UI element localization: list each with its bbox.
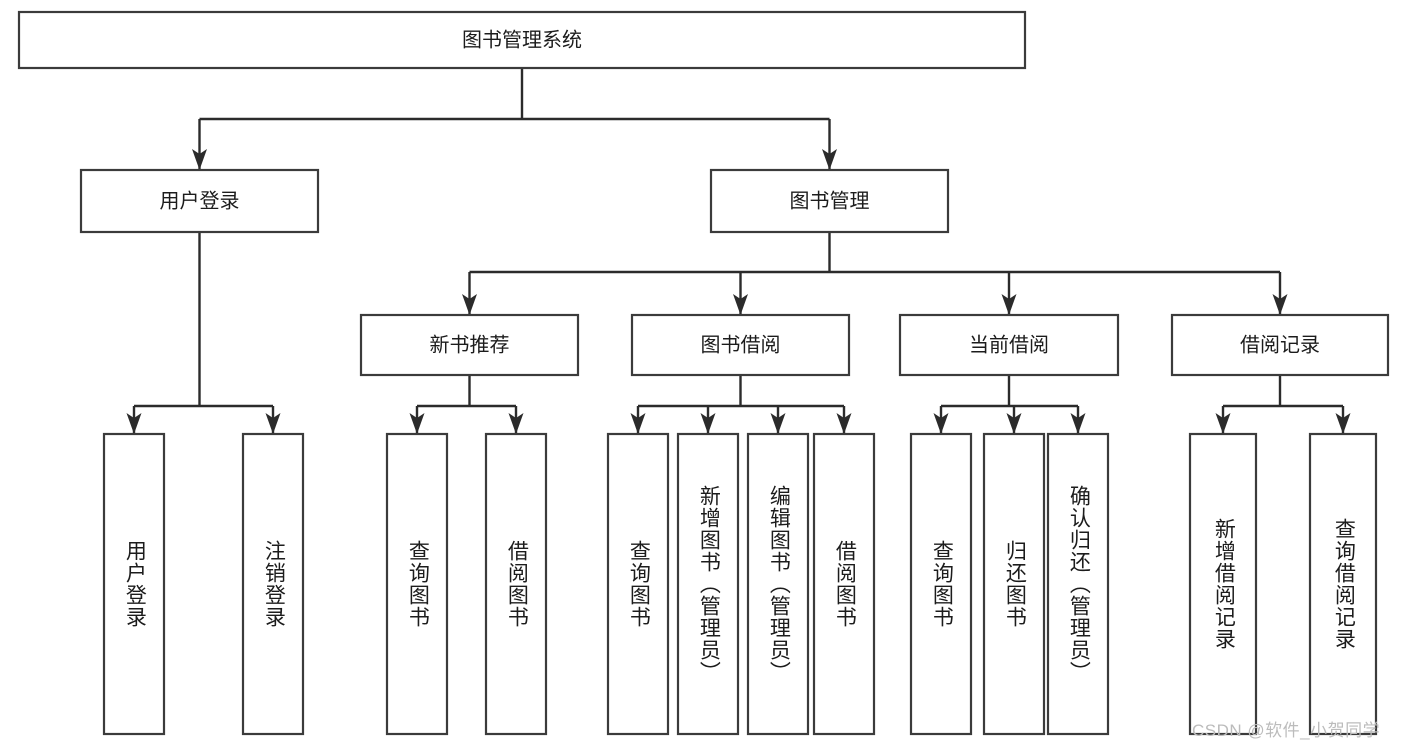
node-label: 新书推荐 xyxy=(430,333,510,356)
arrow-down-level2-1 xyxy=(822,149,837,170)
csdn-watermark: CSDN @软件_小贺同学 xyxy=(1192,721,1381,740)
level3-node-box-2 xyxy=(898,313,1120,377)
arrow-down-level3-3 xyxy=(1272,294,1288,315)
level2-node-box-0 xyxy=(79,168,320,234)
leaf-node-box-9 xyxy=(982,432,1046,736)
arrow-down-leaf-2-3 xyxy=(836,413,852,434)
arrow-down-leaf-3-2 xyxy=(1070,413,1086,434)
arrow-down-leaf-1-0 xyxy=(409,413,425,434)
arrow-down-leaf-4-0 xyxy=(1215,413,1231,434)
leaf-node-box-5 xyxy=(676,432,740,736)
arrow-down-leaf-2-0 xyxy=(630,413,646,434)
leaf-node-box-6 xyxy=(746,432,810,736)
leaf-node-box-8 xyxy=(909,432,973,736)
leaf-node-box-11 xyxy=(1188,432,1258,736)
level3-node-box-3 xyxy=(1170,313,1390,377)
leaf-node-box-2 xyxy=(385,432,449,736)
root-node-box xyxy=(17,10,1027,70)
arrow-down-leaf-1-1 xyxy=(508,413,524,434)
arrow-down-level3-0 xyxy=(462,294,477,315)
arrow-down-leaf-0-1 xyxy=(265,413,281,434)
arrow-down-leaf-3-1 xyxy=(1006,413,1022,434)
leaf-node-box-4 xyxy=(606,432,670,736)
leaf-node-box-1 xyxy=(241,432,305,736)
node-label: 图书管理系统 xyxy=(462,28,582,51)
leaf-node-box-0 xyxy=(102,432,166,736)
arrow-down-leaf-2-1 xyxy=(700,413,716,434)
arrow-down-level3-2 xyxy=(1001,294,1017,315)
arrow-down-leaf-0-0 xyxy=(126,413,142,434)
level3-node-box-0 xyxy=(359,313,580,377)
node-label: 用户登录 xyxy=(160,189,240,212)
node-label: 图书管理 xyxy=(790,189,870,212)
node-label: 图书借阅 xyxy=(701,333,781,356)
level3-node-box-1 xyxy=(630,313,851,377)
leaf-node-box-12 xyxy=(1308,432,1378,736)
arrow-down-level2-0 xyxy=(192,149,207,170)
arrow-down-level3-1 xyxy=(733,294,748,315)
arrow-down-leaf-2-2 xyxy=(770,413,786,434)
level2-node-box-1 xyxy=(709,168,950,234)
node-label: 借阅记录 xyxy=(1240,333,1320,356)
connectors-layer xyxy=(126,68,1351,434)
arrow-down-leaf-4-1 xyxy=(1335,413,1351,434)
leaf-node-box-7 xyxy=(812,432,876,736)
boxes-layer xyxy=(17,10,1390,736)
leaf-node-box-3 xyxy=(484,432,548,736)
arrow-down-leaf-3-0 xyxy=(933,413,949,434)
node-label: 当前借阅 xyxy=(969,333,1049,356)
leaf-node-box-10 xyxy=(1046,432,1110,736)
